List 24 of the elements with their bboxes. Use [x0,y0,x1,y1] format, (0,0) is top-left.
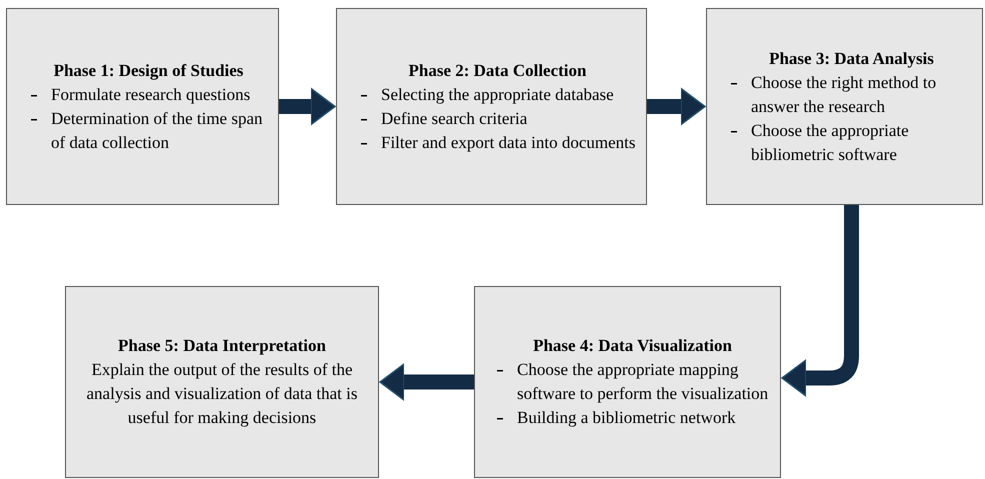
bullet-text: Define search criteria [381,108,528,130]
phase-box [6,8,279,205]
bullet-text: Formulate research questions [51,84,252,106]
phase-box [706,8,983,205]
phase-heading: Phase 1: Design of Studies [52,60,244,82]
phase-box [336,8,647,205]
block-arrow [379,363,474,401]
bullet-text: Choose the appropriate mapping software to perform the visualization [517,359,770,405]
phase-heading: Phase 2: Data Collection [407,60,588,82]
description-text: Explain the output of the results of the analysis and visualization of data that is useful for making decisions [86,359,358,429]
block-arrow [279,88,336,126]
block-arrow [647,88,706,126]
bullet-text: Filter and export data into documents [381,132,636,154]
bullet-text: Choose the right method to answer the research [751,72,938,118]
bullet-text: Choose the appropriate bibliometric software [751,120,910,166]
phase-heading: Phase 3: Data Analysis [768,48,935,70]
phase-heading: Phase 5: Data Interpretation [117,335,327,357]
block-arrow [781,205,859,397]
bullet-text: Selecting the appropriate database [381,84,615,106]
bullet-text: Building a bibliometric network [517,407,737,429]
phase-box [474,286,781,478]
phase-box [65,286,379,478]
bullet-text: Determination of the time span of data collection [51,108,264,154]
phase-heading: Phase 4: Data Visualization [532,335,733,357]
